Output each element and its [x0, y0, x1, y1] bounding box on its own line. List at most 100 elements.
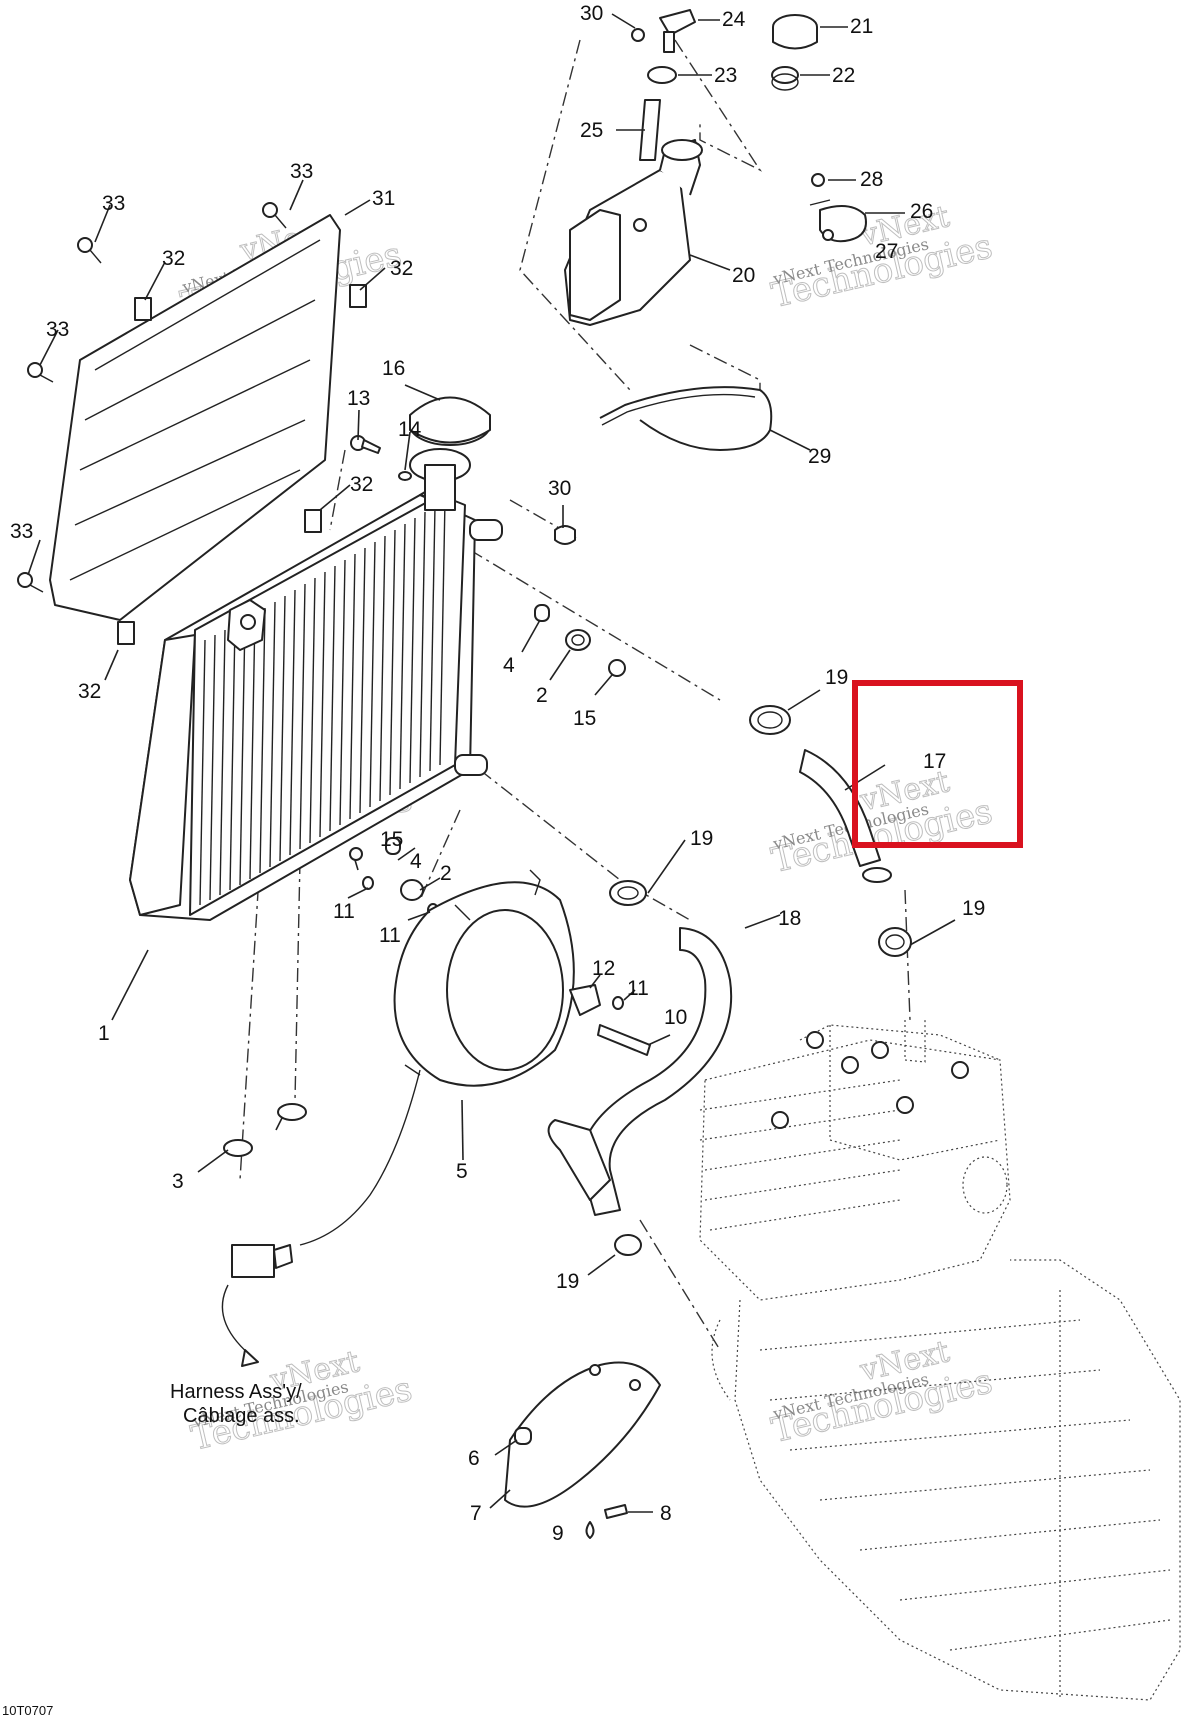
- grommet-2a: [565, 629, 591, 651]
- callout-15-a: 15: [573, 707, 596, 730]
- harness-label-line2: Câblage ass.: [183, 1405, 300, 1427]
- harness-connector: [231, 1244, 275, 1278]
- overflow-hose: [599, 386, 773, 451]
- assembly-lines: [239, 39, 911, 1351]
- callout-30-top: 30: [580, 2, 603, 25]
- radiator: [129, 396, 503, 921]
- callout-17: 17: [923, 750, 946, 773]
- washer-23: [647, 66, 677, 84]
- highlight-box: [852, 680, 1023, 848]
- gasket-22: [771, 66, 799, 91]
- bolt-13: [350, 435, 381, 454]
- callout-19-d: 19: [556, 1270, 579, 1293]
- clamp-30: [554, 525, 576, 545]
- washer-14: [398, 471, 412, 481]
- drop-icon: [585, 1521, 595, 1539]
- callout-32-a: 32: [162, 247, 185, 270]
- callout-5: 5: [456, 1160, 468, 1183]
- callout-14: 14: [398, 418, 422, 441]
- callout-29: 29: [808, 445, 831, 468]
- callout-21: 21: [850, 15, 873, 38]
- watermark-4: vNext Technologies vNext Technologies: [767, 764, 996, 882]
- clip-32d: [117, 621, 135, 645]
- harness-label-line1: Harness Ass'y/: [170, 1381, 302, 1403]
- grommet-2b: [400, 879, 424, 901]
- callout-33-d: 33: [10, 520, 33, 543]
- bracket-12: [569, 984, 601, 1016]
- cover-plate: [504, 1361, 661, 1539]
- callout-26: 26: [910, 200, 933, 223]
- callout-15-b: 15: [380, 828, 403, 851]
- hose-17: [799, 749, 881, 867]
- callout-16: 16: [382, 357, 405, 380]
- callout-2-a: 2: [536, 684, 548, 707]
- callout-30-mid: 30: [548, 477, 571, 500]
- nut-28: [811, 173, 825, 187]
- callout-33-c: 33: [46, 318, 69, 341]
- spacer-4a: [534, 604, 550, 622]
- screw-8: [604, 1504, 628, 1519]
- callout-12: 12: [592, 957, 615, 980]
- callout-32-b: 32: [390, 257, 413, 280]
- radiator-fins: [199, 499, 446, 906]
- callout-11-a: 11: [333, 900, 355, 923]
- callout-31: 31: [372, 187, 395, 210]
- spacer-4b: [385, 837, 401, 855]
- engine: [699, 1020, 1181, 1701]
- callout-27: 27: [875, 240, 898, 263]
- nut-30-top: [631, 28, 645, 42]
- callout-32-d: 32: [78, 680, 101, 703]
- callout-3: 3: [172, 1170, 184, 1193]
- tube-25: [639, 99, 661, 161]
- grommets-3: [223, 1103, 307, 1157]
- hose-18: [547, 927, 733, 1216]
- callout-33-a: 33: [102, 192, 125, 215]
- clip-32b: [349, 284, 367, 308]
- callout-11-b: 11: [379, 924, 401, 947]
- harness: [221, 1069, 421, 1367]
- callout-25: 25: [580, 119, 603, 142]
- callout-19-b: 19: [690, 827, 713, 850]
- radiator-upper-outlet: [469, 519, 503, 541]
- callout-20: 20: [732, 264, 755, 287]
- callout-28: 28: [860, 168, 883, 191]
- callouts: 30 24 21 23 22 25 28 26 27 20 33 33 31 3…: [10, 2, 985, 1545]
- callout-11-c: 11: [627, 977, 649, 1000]
- clamp-26: [809, 173, 867, 243]
- callout-33-b: 33: [290, 160, 313, 183]
- fitting-24: [659, 9, 696, 53]
- nut-15a: [608, 659, 626, 677]
- fan-assembly: [393, 869, 651, 1087]
- watermark-6: vNext Technologies vNext Technologies: [767, 1334, 996, 1452]
- leader-lines: [27, 13, 956, 1513]
- callout-18: 18: [778, 907, 801, 930]
- bolts-33: [17, 202, 287, 593]
- callout-19-a: 19: [825, 666, 848, 689]
- callout-19-c: 19: [962, 897, 985, 920]
- clip-32c: [304, 509, 322, 533]
- cap-21: [772, 14, 818, 50]
- callout-10: 10: [664, 1006, 687, 1029]
- callout-13: 13: [347, 387, 370, 410]
- spacer-6: [514, 1427, 532, 1445]
- callout-9: 9: [552, 1522, 564, 1545]
- callout-8: 8: [660, 1502, 672, 1525]
- callout-6: 6: [468, 1447, 480, 1470]
- bolt-10: [597, 1024, 651, 1056]
- callout-23: 23: [714, 64, 737, 87]
- callout-7: 7: [470, 1502, 482, 1525]
- clip-32a: [134, 297, 152, 321]
- callout-4-a: 4: [503, 654, 515, 677]
- screw-27: [822, 229, 834, 241]
- nut-15b: [349, 847, 363, 861]
- callout-32-c: 32: [350, 473, 373, 496]
- radiator-shroud: [49, 214, 367, 645]
- clamps-19: [609, 705, 912, 1256]
- callout-22: 22: [832, 64, 855, 87]
- callout-4-b: 4: [410, 850, 422, 873]
- radiator-lower-outlet: [454, 754, 488, 776]
- arrow-icon: [241, 1349, 259, 1367]
- callout-24: 24: [722, 8, 746, 31]
- coolant-reservoir: [564, 139, 703, 326]
